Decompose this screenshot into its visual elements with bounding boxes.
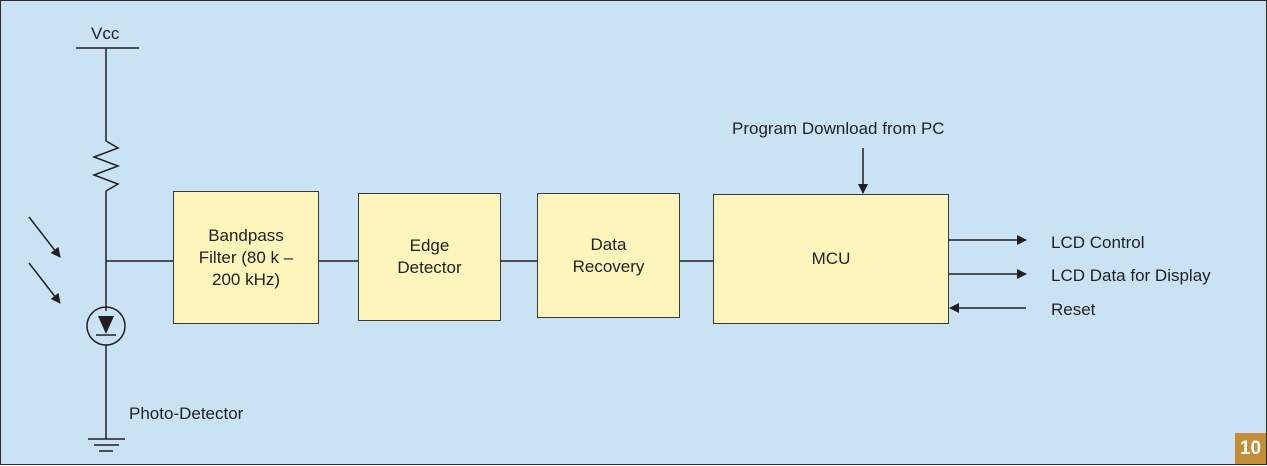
figure-number-badge: 10	[1235, 433, 1266, 464]
vcc-label: Vcc	[91, 24, 120, 43]
mcu-block: MCU	[713, 194, 949, 324]
light-ray-1	[28, 216, 61, 258]
program-download-label: Program Download from PC	[732, 119, 945, 138]
resistor-symbol	[91, 140, 121, 192]
reset-label: Reset	[1051, 300, 1096, 319]
bandpass-line-1: Bandpass	[208, 225, 284, 245]
edge-detector-block: Edge Detector	[358, 193, 501, 321]
recovery-line-1: Data	[590, 234, 627, 254]
bandpass-line-3: 200 kHz)	[211, 269, 281, 289]
lcd-control-label: LCD Control	[1051, 233, 1145, 252]
recovery-line-2: Recovery	[572, 256, 645, 276]
bandpass-line-2: Filter (80 k –	[198, 247, 294, 267]
edge-line-1: Edge	[409, 236, 450, 255]
data-recovery-block: Data Recovery	[537, 193, 680, 318]
lcd-data-label: LCD Data for Display	[1051, 266, 1211, 285]
bandpass-filter-block: Bandpass Filter (80 k – 200 kHz)	[173, 191, 319, 324]
photodiode-triangle	[98, 316, 114, 334]
light-ray-2	[28, 262, 61, 304]
edge-line-2: Detector	[397, 258, 462, 277]
mcu-label: MCU	[811, 249, 851, 268]
photo-detector-label: Photo-Detector	[129, 404, 244, 423]
